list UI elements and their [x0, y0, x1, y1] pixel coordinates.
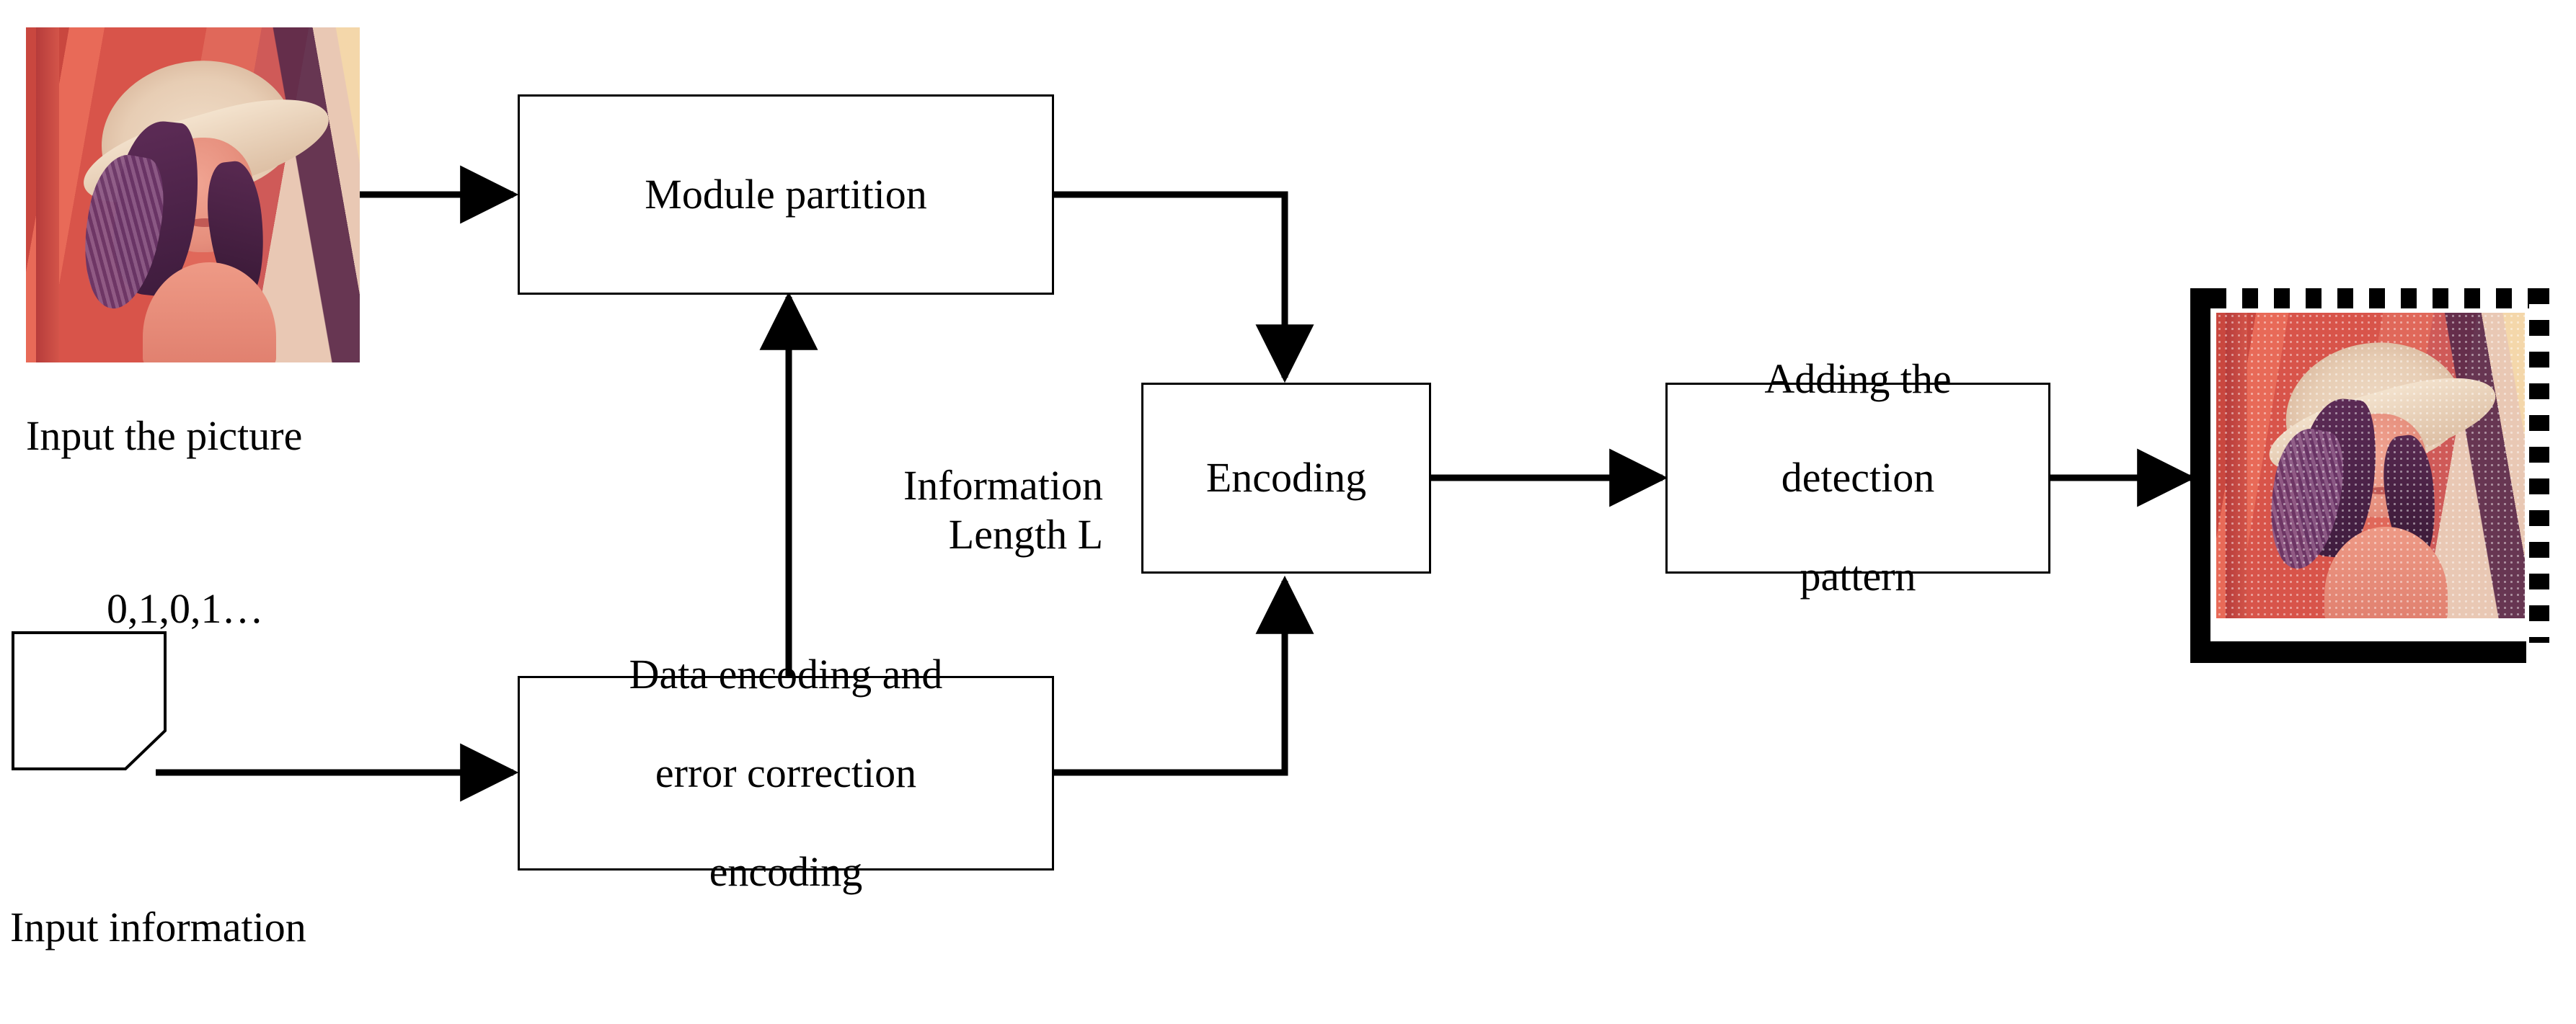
output-code-image [2190, 288, 2549, 663]
adding-pattern-line-3: pattern [1800, 553, 1916, 600]
detection-pattern-left-bar [2190, 288, 2210, 643]
node-encoding-label: Encoding [1205, 454, 1367, 502]
edge-label-information-length: Information Length L [822, 461, 1103, 560]
node-module-partition[interactable]: Module partition [518, 94, 1054, 295]
input-information-document[interactable] [10, 630, 198, 774]
detection-pattern-top-dashes [2210, 288, 2546, 308]
input-information-caption: Input information [10, 904, 306, 950]
input-bits-annotation: 0,1,0,1… [107, 585, 264, 632]
node-module-partition-label: Module partition [645, 170, 927, 218]
node-adding-detection-pattern-label: Adding the detection pattern [1747, 355, 1968, 601]
node-data-encoding-label: Data encoding and error correction encod… [612, 650, 960, 896]
adding-pattern-line-1: Adding the [1764, 355, 1952, 403]
edge-data-encoding-to-encoding [1054, 575, 1314, 776]
adding-pattern-line-2: detection [1781, 454, 1935, 502]
node-data-encoding[interactable]: Data encoding and error correction encod… [518, 651, 1054, 895]
input-picture-caption: Input the picture [26, 412, 303, 459]
detection-pattern-right-dashes [2529, 288, 2549, 643]
encoded-picture [2216, 313, 2525, 618]
module-dot-overlay [2216, 313, 2525, 618]
node-adding-detection-pattern[interactable]: Adding the detection pattern [1665, 355, 2050, 600]
node-encoding[interactable]: Encoding [1141, 383, 1431, 574]
edge-module-partition-to-encoding [1054, 191, 1314, 383]
data-encoding-line-3: encoding [709, 847, 863, 895]
information-length-line-1: Information [903, 462, 1103, 509]
detection-pattern-bottom-bar [2190, 641, 2526, 663]
data-encoding-line-2: error correction [655, 749, 917, 796]
information-length-line-2: Length L [948, 511, 1103, 558]
data-encoding-line-1: Data encoding and [629, 650, 943, 698]
input-picture-image [26, 27, 360, 362]
